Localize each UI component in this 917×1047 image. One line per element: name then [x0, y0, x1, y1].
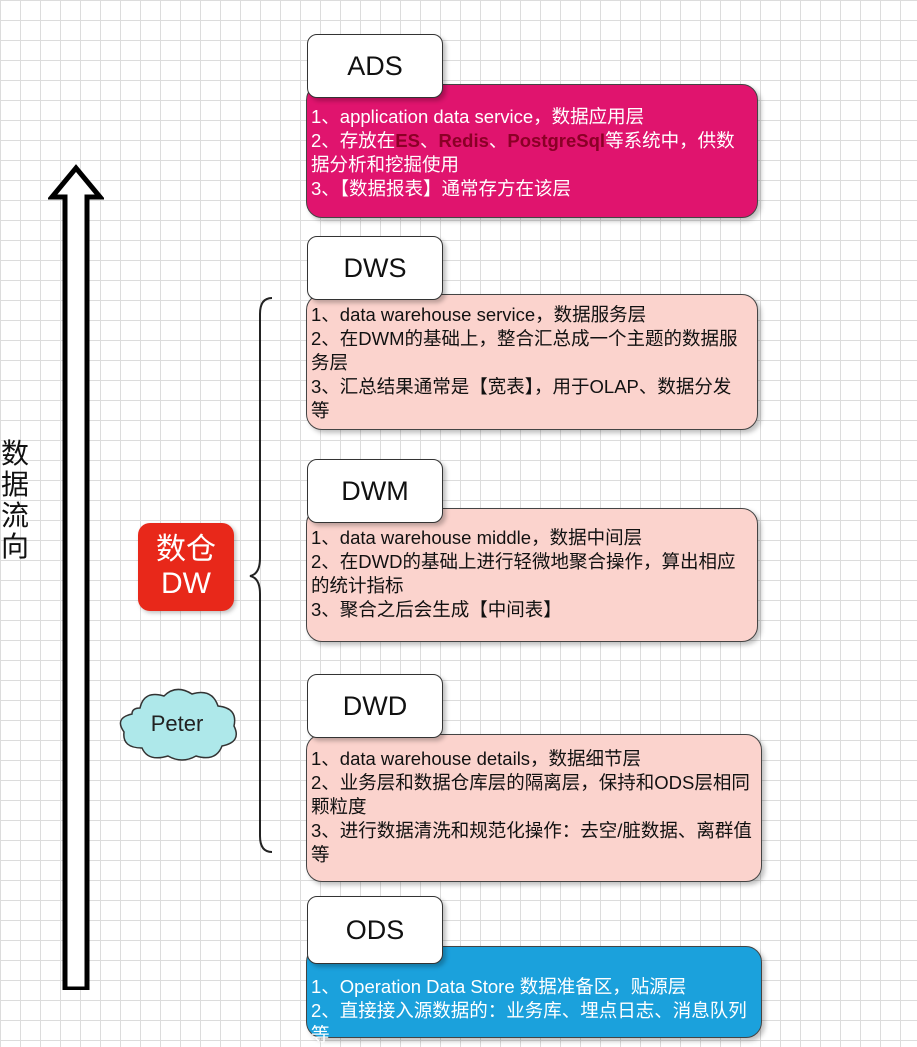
ads-line-2: 2、存放在ES、Redis、PostgreSql等系统中，供数据分析和挖掘使用 [311, 130, 735, 175]
dwd-line-2: 2、业务层和数据仓库层的隔离层，保持和ODS层相同颗粒度 [311, 772, 750, 817]
dwm-layer-box: 1、data warehouse middle，数据中间层 2、在DWD的基础上… [306, 508, 758, 642]
dwm-line-2: 2、在DWD的基础上进行轻微地聚合操作，算出相应的统计指标 [311, 551, 736, 596]
cloud-label: Peter [150, 711, 204, 736]
ads-line-3: 3、【数据报表】通常存方在该层 [311, 178, 572, 199]
dwm-layer-tab: DWM [307, 459, 443, 523]
dw-badge-line2: DW [161, 567, 211, 600]
dw-badge-line1: 数仓 [156, 533, 216, 566]
cloud-shape [119, 688, 237, 761]
dwd-line-1: 1、data warehouse details，数据细节层 [311, 748, 642, 769]
dw-group-brace [249, 297, 273, 853]
dws-layer-box: 1、data warehouse service，数据服务层 2、在DWM的基础… [306, 294, 758, 430]
dws-line-2: 2、在DWM的基础上，整合汇总成一个主题的数据服务层 [311, 328, 738, 373]
dw-badge: 数仓 DW [138, 523, 234, 611]
dwd-layer-box: 1、data warehouse details，数据细节层 2、业务层和数据仓… [306, 734, 762, 882]
dwm-line-3: 3、聚合之后会生成【中间表】 [311, 599, 562, 620]
ads-layer-box: 1、application data service，数据应用层 2、存放在ES… [306, 84, 758, 218]
ads-line-1: 1、application data service，数据应用层 [311, 106, 645, 127]
dwd-layer-tab: DWD [307, 674, 443, 738]
ods-line-1: 1、Operation Data Store 数据准备区，贴源层 [311, 976, 687, 997]
dws-line-1: 1、data warehouse service，数据服务层 [311, 304, 647, 325]
flow-arrow [48, 164, 104, 990]
flow-direction-label: 数 据 流 向 [0, 438, 29, 562]
ods-layer-tab: ODS [307, 896, 443, 964]
dws-layer-tab: DWS [307, 236, 443, 300]
dwm-line-1: 1、data warehouse middle，数据中间层 [311, 527, 643, 548]
dws-line-3: 3、汇总结果通常是【宽表】，用于OLAP、数据分发等 [311, 376, 732, 421]
ads-layer-tab: ADS [307, 34, 443, 98]
dwd-line-3: 3、进行数据清洗和规范化操作：去空/脏数据、离群值等 [311, 820, 752, 865]
ods-layer-box: 1、Operation Data Store 数据准备区，贴源层 2、直接接入源… [306, 946, 762, 1045]
ods-line-2: 2、直接接入源数据的：业务库、埋点日志、消息队列等 [311, 1000, 747, 1045]
